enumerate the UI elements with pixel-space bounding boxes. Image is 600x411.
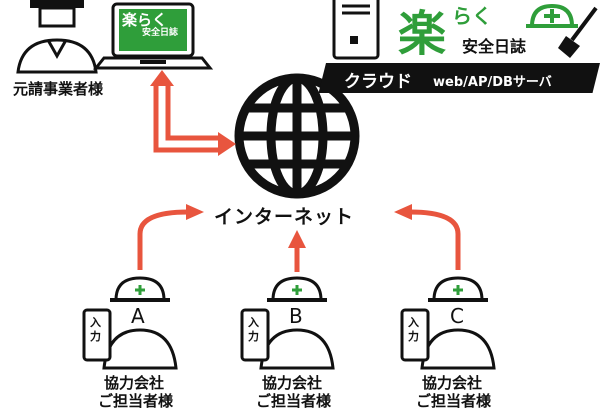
laptop-icon (92, 2, 214, 70)
worker-b-figure (240, 276, 335, 370)
globe-icon (234, 73, 360, 199)
worker-c-contact: ご担当者様 (416, 392, 492, 410)
network-diagram (16, 0, 598, 370)
worker-a-company: 協力会社 (104, 374, 165, 392)
worker-a-contact: ご担当者様 (98, 392, 174, 410)
worker-a-letter: A (131, 304, 145, 328)
arrow-a (137, 209, 189, 270)
server-label: web/AP/DBサーバ (433, 75, 552, 90)
worker-c-letter: C (450, 304, 464, 328)
contractor-label: 元請事業者様 (13, 80, 104, 98)
worker-a-figure (82, 276, 178, 370)
arrowhead-c (394, 204, 412, 220)
worker-a-input: 入力 (90, 316, 101, 343)
logo-shovel-icon (558, 6, 598, 58)
laptop-logo-text: 楽らく 安全日誌 (122, 12, 178, 38)
worker-c-input: 入力 (408, 316, 419, 343)
worker-b-contact: ご担当者様 (256, 392, 332, 410)
internet-label: インターネット (214, 206, 355, 228)
worker-b-company: 協力会社 (262, 374, 323, 392)
worker-b-letter: B (289, 304, 303, 328)
contractor-arrowhead-up (150, 70, 174, 86)
logo-main: 楽 (398, 6, 447, 62)
contractor-figure (16, 0, 98, 74)
server-icon (332, 0, 380, 60)
laptop-logo-main: 楽らく (122, 11, 168, 29)
logo-suffix: らく (452, 4, 492, 28)
cloud-label: クラウド (344, 72, 412, 92)
arrowhead-b (288, 230, 306, 248)
laptop-logo-sub: 安全日誌 (142, 28, 179, 38)
contractor-arrowhead-right (218, 132, 236, 156)
worker-c-figure (400, 276, 496, 370)
contractor-arrow (153, 85, 218, 153)
worker-c-company: 協力会社 (422, 374, 483, 392)
arrow-c (409, 209, 461, 270)
worker-b-input: 入力 (248, 316, 259, 343)
logo-helmet-icon (526, 3, 578, 28)
arrowhead-a (186, 204, 204, 220)
logo-sub: 安全日誌 (462, 37, 527, 56)
